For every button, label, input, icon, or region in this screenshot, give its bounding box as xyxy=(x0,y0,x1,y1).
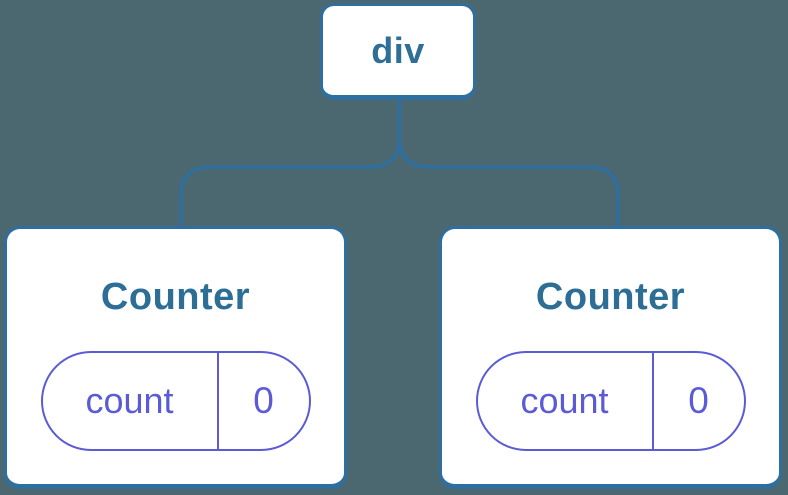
state-value: 0 xyxy=(253,380,274,421)
state-pill-divider xyxy=(651,353,654,449)
state-key: count xyxy=(520,380,609,421)
state-pill-divider xyxy=(216,353,219,449)
root-node: div xyxy=(320,3,476,100)
branch-right-line xyxy=(397,99,620,229)
state-value: 0 xyxy=(688,380,709,421)
state-pill: count 0 xyxy=(40,351,311,451)
branch-left-line xyxy=(179,99,402,229)
component-card-left: Counter count 0 xyxy=(4,226,347,489)
component-card-right: Counter count 0 xyxy=(439,226,782,489)
state-key: count xyxy=(85,380,174,421)
state-pill: count 0 xyxy=(475,351,746,451)
component-title: Counter xyxy=(100,276,251,318)
component-title: Counter xyxy=(535,276,686,318)
root-node-label: div xyxy=(371,29,425,71)
